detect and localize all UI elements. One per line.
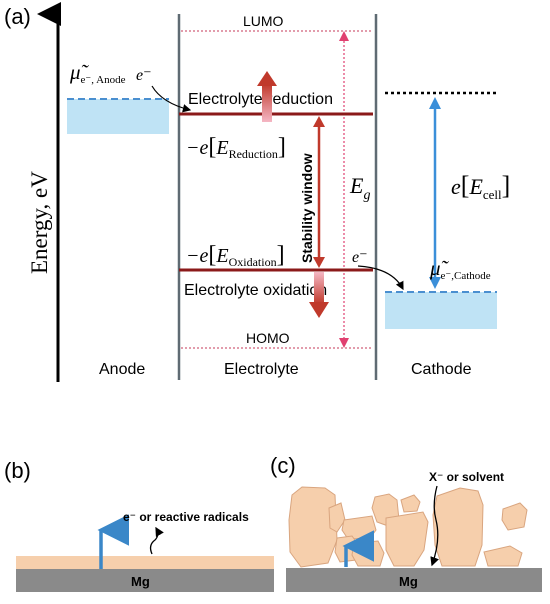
oxidation-shift-arrow <box>314 272 324 304</box>
panel-b-substrate <box>16 569 274 592</box>
eg-arrow-head-top <box>339 31 349 41</box>
electrolyte-reduction-label: Electrolyte reduction <box>188 91 333 108</box>
panel-c: (c) Mg X⁻ or solvent <box>270 453 542 592</box>
oxidation-shift-arrow-head <box>309 302 329 318</box>
particle <box>351 540 385 567</box>
particle <box>483 545 523 567</box>
reduction-shift-arrow <box>262 84 272 122</box>
anode-mu-label: μ̃e⁻, Anode <box>69 60 126 86</box>
homo-label: HOMO <box>246 330 290 346</box>
panel-a: (a) Energy, eV LUMO HOMO Eg μ̃e⁻, Anode … <box>4 2 510 382</box>
eg-label: Eg <box>349 173 370 203</box>
particle <box>341 515 377 540</box>
panel-b-annotation: e⁻ or reactive radicals <box>123 510 249 524</box>
particle <box>501 502 528 531</box>
ecell-arrow-head-top <box>429 97 441 109</box>
anode-label: Anode <box>99 361 145 378</box>
ecell-arrow-head-bottom <box>429 277 441 289</box>
stability-arrow-head-top <box>313 116 325 127</box>
reduction-shift-arrow-head <box>257 71 277 86</box>
panel-c-annotation: X⁻ or solvent <box>429 470 504 484</box>
stability-arrow-head-bottom <box>313 257 325 268</box>
particle <box>432 487 484 567</box>
eg-arrow-head-bottom <box>339 338 349 348</box>
e-oxidation-label: −e[EOxidation] <box>186 242 285 269</box>
cathode-electrode <box>385 292 497 329</box>
lumo-label: LUMO <box>243 13 284 29</box>
panel-b-film <box>16 556 274 570</box>
particle <box>400 494 421 513</box>
particle <box>288 486 338 568</box>
panel-b: (b) Mg e⁻ or reactive radicals <box>4 458 274 592</box>
cathode-label: Cathode <box>411 361 472 378</box>
panel-c-particles <box>288 486 528 568</box>
electrolyte-oxidation-label: Electrolyte oxidation <box>184 282 327 299</box>
panel-b-label: (b) <box>4 458 31 483</box>
particle <box>385 511 429 567</box>
panel-c-substrate-label: Mg <box>399 574 418 589</box>
particle <box>328 502 346 533</box>
panel-a-label: (a) <box>4 4 31 29</box>
anode-electron-label: e⁻ <box>136 67 152 84</box>
stability-window-label: Stability window <box>299 153 315 263</box>
panel-b-squiggle <box>149 526 164 555</box>
anode-electrode <box>67 99 169 134</box>
ecell-label: e[Ecell] <box>451 171 510 202</box>
anode-electron-arrow <box>151 85 192 113</box>
panel-b-substrate-label: Mg <box>131 574 150 589</box>
e-reduction-label: −e[EReduction] <box>186 134 286 161</box>
panel-c-squiggle <box>430 485 439 567</box>
panel-c-label: (c) <box>270 453 296 478</box>
cathode-electron-arrow <box>357 265 404 291</box>
cathode-mu-label: μ̃e⁻,Cathode <box>429 256 491 282</box>
electrolyte-label: Electrolyte <box>224 361 299 378</box>
panel-c-substrate <box>286 568 542 592</box>
cathode-electron-label: e⁻ <box>352 249 368 266</box>
energy-axis-label: Energy, eV <box>27 171 52 274</box>
